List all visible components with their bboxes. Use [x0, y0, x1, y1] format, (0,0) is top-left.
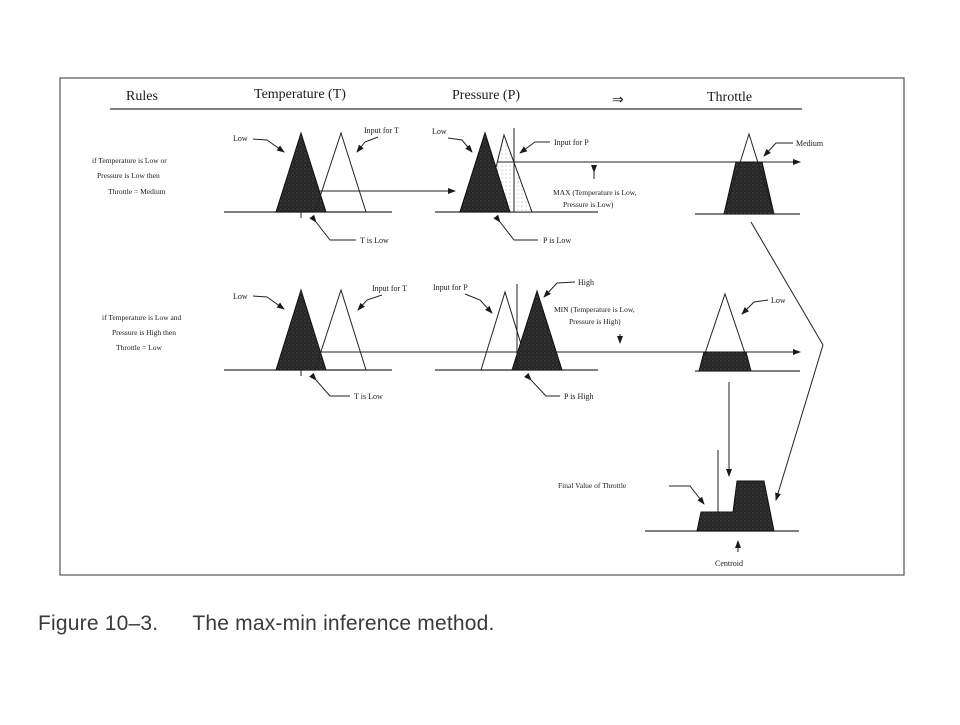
rule2-temperature-panel: Low Input for T T is Low	[224, 284, 407, 401]
low-triangle	[698, 292, 752, 372]
rule2-throttle-panel: Low	[695, 292, 800, 372]
aggregate-shape	[696, 480, 775, 532]
rule1-throttle-panel: Medium	[695, 132, 824, 215]
input-t-label: Input for T	[372, 284, 407, 293]
rule1-temperature-panel: Low Input for T T is Low	[224, 126, 456, 245]
rule1-line-1: if Temperature is Low or	[92, 156, 167, 165]
leader	[741, 299, 769, 315]
rule2-line-2: Pressure is High then	[112, 328, 176, 337]
centroid-label: Centroid	[715, 559, 743, 568]
high-label: High	[578, 278, 594, 287]
connector-upper	[750, 221, 824, 346]
header-temperature: Temperature (T)	[254, 87, 346, 102]
t-is-low-label: T is Low	[360, 236, 389, 245]
p-is-low-label: P is Low	[543, 236, 571, 245]
medium-triangle	[723, 132, 775, 215]
leader	[252, 295, 285, 310]
leader	[543, 281, 576, 298]
leader	[763, 142, 793, 157]
header-pressure: Pressure (P)	[452, 88, 520, 103]
max-label-1: MAX (Temperature is Low,	[553, 188, 637, 197]
leader	[309, 214, 356, 241]
rule1-pressure-panel: Low Input for P MAX (Temperature is Low,…	[432, 127, 801, 245]
leader	[447, 137, 473, 153]
low-label: Low	[771, 296, 786, 305]
leader	[493, 214, 538, 241]
medium-clipped	[723, 161, 775, 215]
min-label-2: Pressure is High)	[569, 317, 621, 326]
t-low-label: Low	[233, 134, 248, 143]
low-triangle-overlay	[459, 131, 511, 213]
p-is-high-label: P is High	[564, 392, 594, 401]
p-low-label: Low	[432, 127, 447, 136]
rule1-text: if Temperature is Low or Pressure is Low…	[92, 156, 167, 196]
medium-label: Medium	[796, 139, 824, 148]
high-triangle	[511, 289, 563, 371]
t-low-label: Low	[233, 292, 248, 301]
t-is-low-label: T is Low	[354, 392, 383, 401]
leader	[519, 141, 550, 154]
input-p-label: Input for P	[554, 138, 589, 147]
connector-lower	[775, 344, 824, 501]
header-rules: Rules	[126, 89, 158, 104]
leader	[669, 485, 705, 505]
result-panel: Final Value of Throttle Centroid	[558, 480, 799, 568]
input-p-label: Input for P	[433, 283, 468, 292]
header-throttle: Throttle	[707, 90, 752, 105]
figure-number: Figure 10–3.	[38, 612, 159, 635]
rule1-line-3: Throttle = Medium	[108, 187, 166, 196]
min-label-1: MIN (Temperature is Low,	[554, 305, 635, 314]
figure-caption: Figure 10–3. The max-min inference method…	[38, 612, 495, 636]
input-triangle	[314, 131, 367, 213]
leader	[357, 294, 383, 311]
leader	[464, 293, 493, 314]
rule1-line-2: Pressure is Low then	[97, 171, 160, 180]
max-label-2: Pressure is Low)	[563, 200, 614, 209]
low-clipped	[698, 351, 752, 372]
leader	[309, 372, 350, 397]
input-triangle	[314, 288, 367, 371]
input-t-label: Input for T	[364, 126, 399, 135]
figure-title: The max-min inference method.	[192, 612, 495, 635]
rule2-line-1: if Temperature is Low and	[102, 313, 182, 322]
rule2-pressure-panel: Input for P High MIN (Temperature is Low…	[433, 278, 635, 401]
leader	[356, 136, 379, 153]
header-implies: ⇒	[612, 93, 624, 108]
rule2-text: if Temperature is Low and Pressure is Hi…	[102, 313, 182, 352]
final-value-label: Final Value of Throttle	[558, 481, 627, 490]
leader	[524, 372, 560, 397]
leader	[252, 138, 285, 153]
figure-frame	[59, 77, 905, 576]
rule2-line-3: Throttle = Low	[116, 343, 162, 352]
